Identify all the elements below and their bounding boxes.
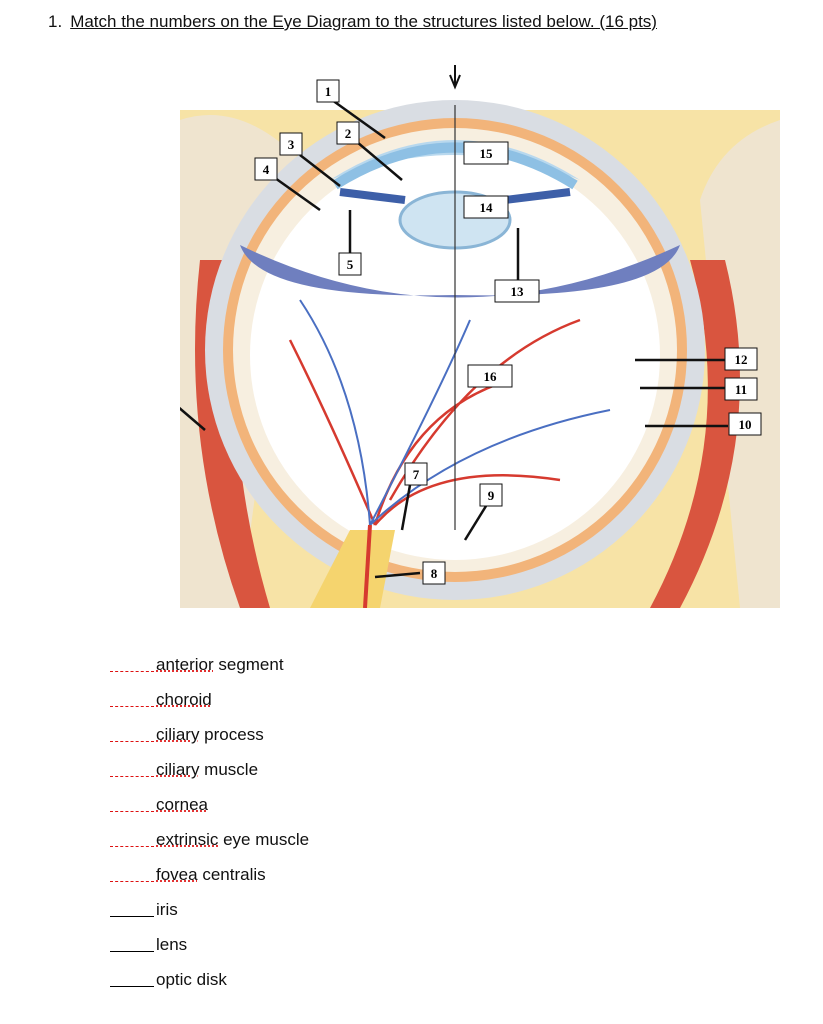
cornea — [330, 140, 580, 180]
answer-blank[interactable] — [110, 935, 154, 952]
label-15: 15 — [480, 146, 494, 161]
arrow-8 — [374, 571, 421, 579]
label-5: 5 — [347, 257, 354, 272]
label-16: 16 — [484, 369, 498, 384]
answer-term: ciliary process — [156, 725, 264, 744]
extrinsic-muscle-right — [650, 260, 740, 608]
arrow-9 — [463, 505, 488, 541]
answer-term: ciliary muscle — [156, 760, 259, 779]
label-14: 14 — [480, 200, 494, 215]
central-artery — [363, 524, 372, 608]
label-2: 2 — [345, 126, 352, 141]
visual-axis-arrow — [449, 74, 461, 90]
label-box-8 — [422, 561, 446, 585]
answer-term: extrinsic eye muscle — [156, 830, 310, 849]
answer-blank[interactable] — [110, 830, 154, 847]
answer-blank[interactable] — [110, 900, 154, 917]
answer-term: iris — [156, 900, 178, 919]
optic-nerve — [310, 530, 395, 608]
label-box-13 — [494, 279, 540, 303]
answer-list: anterior segment choroid ciliary process… — [110, 655, 309, 1005]
answer-row[interactable]: ciliary process — [110, 725, 309, 760]
arrow-3 — [299, 154, 341, 187]
label-box-16 — [467, 364, 513, 388]
answer-blank[interactable] — [110, 690, 154, 707]
answer-row[interactable]: lens — [110, 935, 309, 970]
answer-term: lens — [156, 935, 188, 954]
answer-row[interactable]: ciliary muscle — [110, 760, 309, 795]
eye-diagram-svg: 1 2 3 4 5 6 7 8 9 10 11 12 13 1 — [180, 65, 780, 608]
ciliary-body — [240, 245, 680, 298]
label-1: 1 — [325, 84, 332, 99]
answer-blank[interactable] — [110, 970, 154, 987]
label-box-11 — [724, 377, 758, 401]
label-box-5 — [338, 252, 362, 276]
label-7: 7 — [413, 467, 420, 482]
label-13: 13 — [511, 284, 525, 299]
label-box-15 — [463, 141, 509, 165]
answer-blank[interactable] — [110, 795, 154, 812]
answer-term: fovea centralis — [156, 865, 266, 884]
label-box-3 — [279, 132, 303, 156]
answer-row[interactable]: cornea — [110, 795, 309, 830]
answer-term: anterior segment — [156, 655, 284, 674]
retinal-veins — [299, 299, 611, 526]
label-12: 12 — [735, 352, 748, 367]
answer-row[interactable]: choroid — [110, 690, 309, 725]
label-box-14 — [463, 195, 509, 219]
eye-diagram: 1 2 3 4 5 6 7 8 9 10 11 12 13 1 — [180, 60, 780, 608]
label-9: 9 — [488, 488, 495, 503]
label-10: 10 — [739, 417, 752, 432]
label-box-7 — [404, 462, 428, 486]
label-box-12 — [724, 347, 758, 371]
answer-row[interactable]: extrinsic eye muscle — [110, 830, 309, 865]
label-8: 8 — [431, 566, 438, 581]
iris-right — [504, 188, 571, 204]
label-box-1 — [316, 79, 340, 103]
arrow-7 — [400, 484, 412, 531]
question-number: 1. — [48, 12, 63, 31]
retinal-arteries — [288, 318, 581, 526]
answer-blank[interactable] — [110, 725, 154, 742]
answer-blank[interactable] — [110, 865, 154, 882]
iris-left — [339, 188, 406, 204]
arrow-4 — [274, 176, 321, 212]
answer-term: cornea — [156, 795, 208, 814]
label-box-10 — [728, 412, 762, 436]
label-11: 11 — [735, 382, 747, 397]
label-box-4 — [254, 157, 278, 181]
question-heading: 1. Match the numbers on the Eye Diagram t… — [48, 12, 657, 32]
arrow-6 — [180, 406, 206, 431]
label-box-9 — [479, 483, 503, 507]
question-text: Match the numbers on the Eye Diagram to … — [70, 12, 657, 31]
label-box-2 — [336, 121, 360, 145]
answer-row[interactable]: optic disk — [110, 970, 309, 1005]
label-3: 3 — [288, 137, 295, 152]
label-4: 4 — [263, 162, 270, 177]
arrow-1 — [331, 98, 386, 140]
answer-row[interactable]: anterior segment — [110, 655, 309, 690]
answer-term: optic disk — [156, 970, 227, 989]
answer-blank[interactable] — [110, 655, 154, 672]
answer-term: choroid — [156, 690, 212, 709]
answer-row[interactable]: iris — [110, 900, 309, 935]
answer-blank[interactable] — [110, 760, 154, 777]
answer-row[interactable]: fovea centralis — [110, 865, 309, 900]
arrow-2 — [356, 141, 403, 181]
